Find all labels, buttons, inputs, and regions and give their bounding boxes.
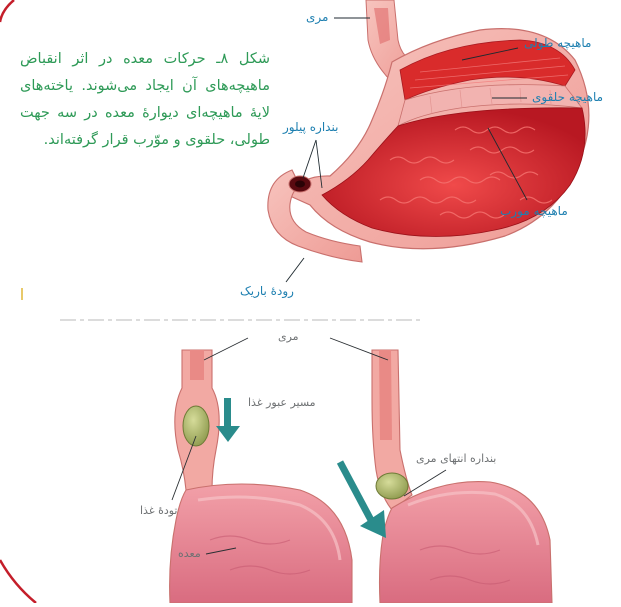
label-food-path: مسیر عبور غذا: [248, 396, 316, 409]
label-circular-muscle: ماهیچه حلقوی: [532, 90, 603, 104]
esophagus-stomach-diagram: [170, 338, 552, 603]
label-pyloric-sphincter: بنداره پیلور: [283, 120, 338, 134]
label-oblique-muscle: ماهیچه مورب: [500, 204, 568, 218]
stomach-right: [380, 482, 553, 603]
label-small-intestine: رودهٔ باریک: [240, 284, 294, 298]
label-longitudinal-muscle: ماهیچه طولی: [524, 36, 591, 50]
label-esophagus-top: مری: [306, 10, 328, 24]
label-lower-esophageal-sphincter: بنداره انتهای مری: [416, 452, 496, 465]
frame-arc-top: [0, 0, 14, 22]
label-esophagus-bottom: مری: [278, 330, 299, 343]
label-stomach: معده: [178, 547, 201, 560]
figure-caption: شکل ۸ـ حرکات معده در اثر انقباض ماهیچه‌ه…: [20, 46, 270, 154]
food-bolus-left: [183, 406, 209, 446]
label-food-bolus: تودهٔ غذا: [140, 504, 178, 517]
food-bolus-right: [376, 473, 408, 499]
frame-arc-bottom: [0, 560, 36, 603]
